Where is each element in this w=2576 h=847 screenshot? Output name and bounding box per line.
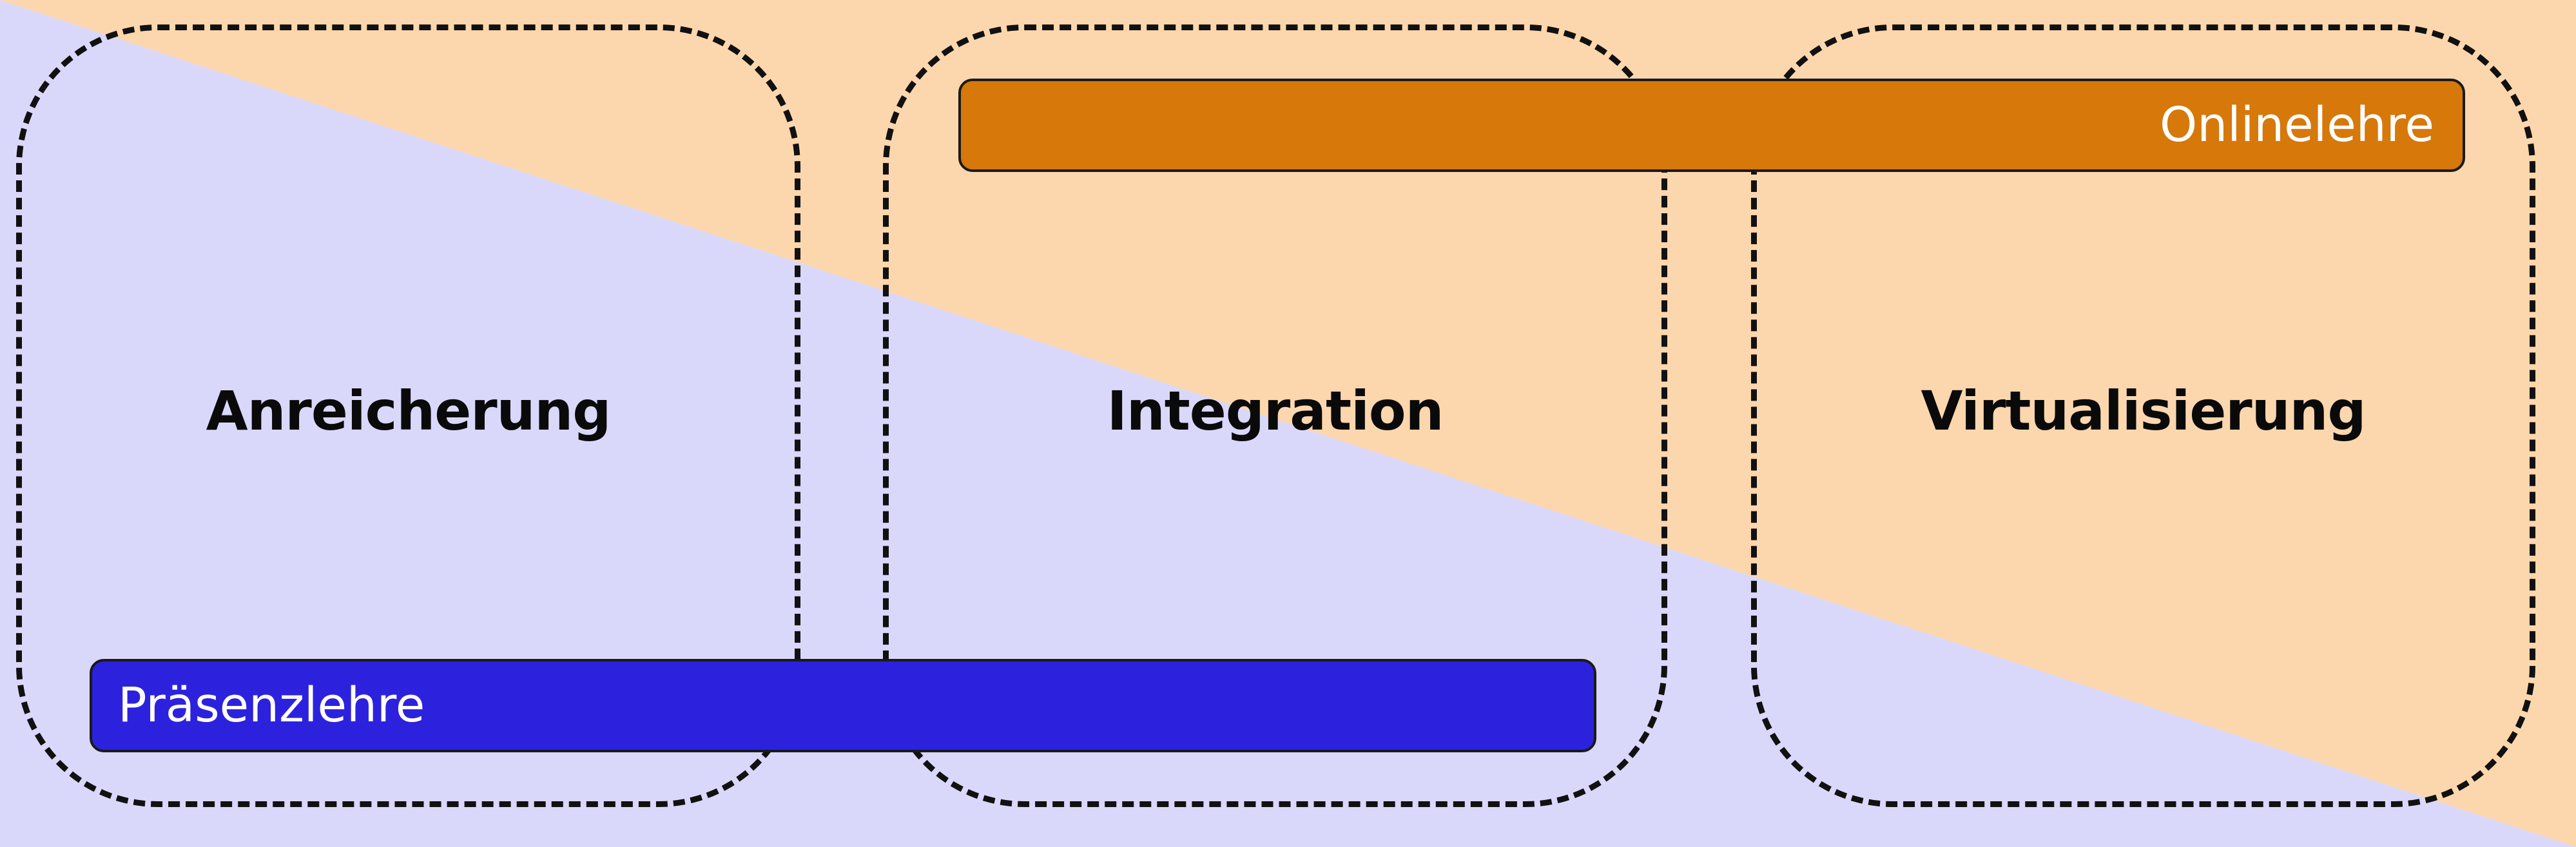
phase-label-virtualisierung: Virtualisierung [1921, 379, 2367, 443]
phase-label-integration: Integration [1107, 379, 1444, 443]
phase-label-anreicherung: Anreicherung [206, 379, 612, 443]
onlinelehre-label: Onlinelehre [2159, 97, 2434, 153]
phase-box-anreicherung [16, 24, 800, 807]
praesenzlehre-bar: Präsenzlehre [90, 659, 1596, 752]
phase-box-virtualisierung [1751, 24, 2535, 807]
phase-box-integration [883, 24, 1667, 807]
praesenzlehre-label: Präsenzlehre [118, 678, 425, 733]
onlinelehre-bar: Onlinelehre [958, 79, 2465, 172]
